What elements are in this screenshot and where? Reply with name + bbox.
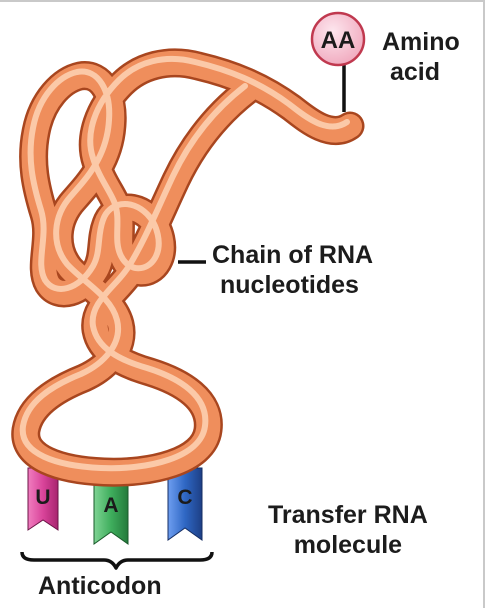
- chain-label: Chain of RNA nucleotides: [212, 240, 373, 300]
- base-letter-a: A: [103, 494, 118, 517]
- chain-label-line-1: Chain of RNA: [212, 240, 373, 270]
- base-letter-c: C: [177, 486, 192, 509]
- base-letter-u: U: [35, 486, 50, 509]
- amino-acid-badge: AA: [312, 13, 364, 65]
- amino-acid-label-line-2: acid: [382, 57, 460, 87]
- chain-label-line-2: nucleotides: [212, 270, 373, 300]
- molecule-label-line-1: Transfer RNA: [268, 500, 428, 530]
- amino-acid-badge-text: AA: [321, 27, 356, 54]
- molecule-label-line-2: molecule: [268, 530, 428, 560]
- anticodon-brace: [22, 552, 212, 568]
- amino-acid-label-line-1: Amino: [382, 27, 460, 57]
- molecule-label: Transfer RNA molecule: [268, 500, 428, 560]
- amino-acid-label: Amino acid: [382, 27, 460, 87]
- anticodon-label: Anticodon: [38, 571, 162, 601]
